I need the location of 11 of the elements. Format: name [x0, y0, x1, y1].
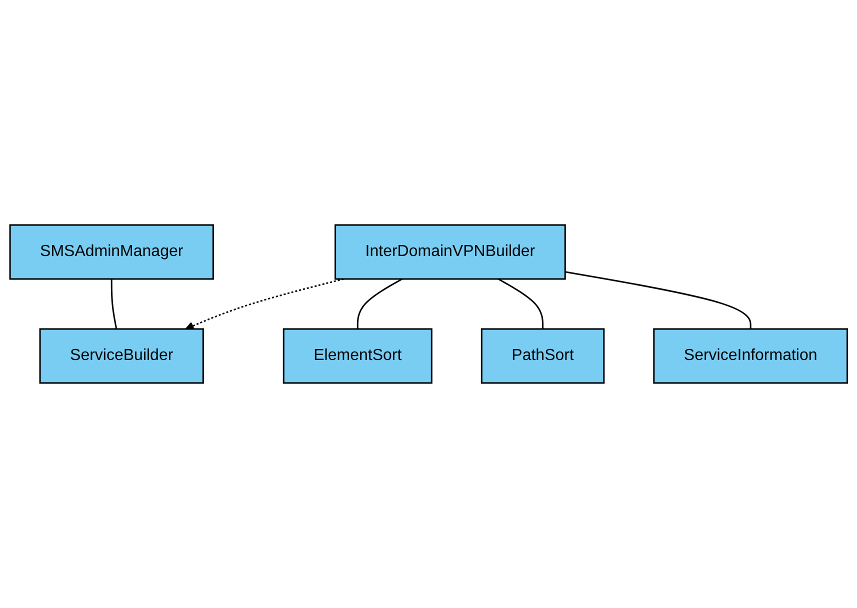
- connector: [356, 278, 402, 329]
- arrow: [185, 278, 344, 330]
- node-box: InterDomainVPNBuilder: [334, 224, 566, 280]
- node-box: PathSort: [480, 328, 604, 384]
- connector: [564, 271, 752, 329]
- node-box: ServiceInformation: [653, 328, 848, 384]
- node-box: ElementSort: [282, 328, 432, 384]
- connector: [498, 278, 544, 329]
- node-box: ServiceBuilder: [39, 328, 204, 384]
- connector: [110, 279, 117, 330]
- node-box: SMSAdminManager: [9, 224, 214, 280]
